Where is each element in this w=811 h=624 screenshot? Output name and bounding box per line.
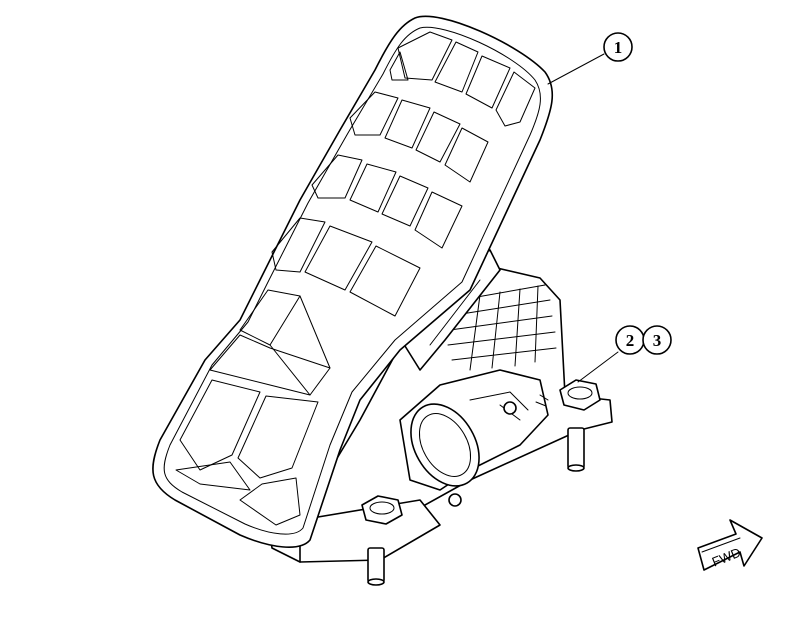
tread-row-4 bbox=[271, 217, 421, 317]
callout-3: 3 bbox=[642, 325, 672, 355]
tread-row-1 bbox=[389, 31, 536, 127]
callout-2: 2 bbox=[615, 325, 645, 355]
svg-text:1: 1 bbox=[614, 38, 623, 57]
nut-right bbox=[559, 379, 601, 411]
svg-text:3: 3 bbox=[653, 331, 662, 350]
bracket-lattice bbox=[447, 284, 557, 371]
mounting-stud-right bbox=[567, 427, 585, 472]
leader-lines bbox=[547, 53, 619, 383]
mounting-stud-front bbox=[367, 547, 385, 586]
tread-row-3 bbox=[311, 154, 463, 249]
tread-heel bbox=[175, 289, 331, 526]
sensor-housing bbox=[399, 369, 549, 507]
callout-1: 1 bbox=[603, 32, 633, 62]
nut-front bbox=[361, 495, 403, 525]
forward-arrow-icon: FWD bbox=[697, 519, 763, 571]
pedal-pad bbox=[152, 15, 554, 548]
svg-text:2: 2 bbox=[626, 331, 635, 350]
tread-row-2 bbox=[349, 91, 489, 183]
